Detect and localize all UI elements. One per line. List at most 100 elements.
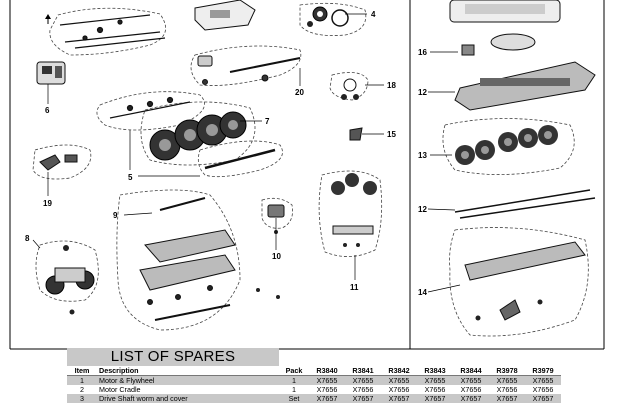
pickup-assembly-part [464, 241, 586, 321]
callout-label: 7 [265, 117, 270, 126]
code-cell: X7657 [381, 394, 417, 403]
code-cell: X7655 [525, 375, 561, 385]
table-row: 1 Motor & Flywheel 1 X7655 X7655 X7655 X… [67, 375, 561, 385]
column-header: R3843 [417, 366, 453, 376]
bolt-part [96, 26, 104, 34]
bogie-part [45, 245, 95, 315]
tender-chassis-part [454, 61, 596, 111]
code-cell: X7655 [381, 375, 417, 385]
group-outline-5 [197, 140, 283, 178]
callout-label: 12 [418, 205, 427, 214]
motor-block-part [36, 61, 66, 85]
group-outline-top [49, 7, 167, 56]
group-outline-14 [449, 227, 589, 337]
group-outline-11 [318, 170, 383, 257]
column-header: R3840 [309, 366, 345, 376]
group-outline-9 [116, 189, 241, 331]
wheel-set-part [149, 111, 247, 161]
bolt-part [117, 19, 123, 25]
code-cell: X7656 [496, 385, 518, 394]
callout-label: 14 [418, 288, 427, 297]
code-cell: X7655 [489, 375, 525, 385]
rod-part [64, 31, 161, 43]
spring-part [343, 78, 357, 92]
item-cell: 2 [80, 385, 84, 394]
callout-label: 19 [43, 199, 52, 208]
code-cell: X7656 [316, 385, 338, 394]
bolt-row-part [109, 96, 191, 119]
code-cell: X7656 [388, 385, 410, 394]
bolt-part [82, 35, 88, 41]
code-cell: X7657 [309, 394, 345, 403]
tender-body-part [449, 0, 561, 23]
callout-label: 15 [387, 130, 396, 139]
clip-part [349, 127, 363, 141]
spares-header-row: Item Description Pack R3840 R3841 R3842 … [67, 366, 561, 376]
spares-title-row: LIST OF SPARES [67, 348, 559, 366]
callout-label: 9 [113, 211, 118, 220]
group-outline-19 [32, 144, 92, 180]
code-cell: X7655 [417, 375, 453, 385]
coupling-part [267, 204, 285, 218]
code-cell: X7656 [460, 385, 482, 394]
spares-table: Item Description Pack R3840 R3841 R3842 … [67, 366, 561, 403]
column-header: R3841 [345, 366, 381, 376]
code-cell: X7657 [525, 394, 561, 403]
callout-label: 8 [25, 234, 30, 243]
callout-label: 16 [418, 48, 427, 57]
table-row: 3 Drive Shaft worm and cover Set X7657 X… [67, 394, 561, 403]
column-header: R3979 [525, 366, 561, 376]
pack-cell: 1 [292, 385, 296, 394]
body-casting-part [194, 0, 256, 31]
linkage-part [197, 55, 301, 85]
column-header: R3844 [453, 366, 489, 376]
bracket-part [39, 154, 78, 171]
code-cell: X7655 [309, 375, 345, 385]
code-cell: X7657 [489, 394, 525, 403]
group-outline-8 [35, 240, 99, 302]
description-cell: Drive Shaft worm and cover [97, 394, 279, 403]
code-cell: X7655 [345, 375, 381, 385]
spares-title: LIST OF SPARES [67, 348, 279, 366]
callout-label: 4 [371, 10, 376, 19]
group-outline-20 [190, 45, 302, 86]
rod-part [74, 37, 166, 49]
group-outline-13 [442, 118, 575, 175]
item-cell: 1 [67, 375, 97, 385]
table-row: 2 Motor Cradle 1 X7656 X7656 X7656 X7656… [67, 385, 561, 394]
callout-label: 11 [350, 283, 359, 292]
gear-set-part [307, 6, 349, 27]
pack-cell: 1 [279, 375, 309, 385]
arrow-up-icon [45, 14, 51, 19]
column-header: Description [97, 366, 279, 376]
code-cell: X7656 [352, 385, 374, 394]
code-cell: X7656 [532, 385, 554, 394]
callout-label: 13 [418, 151, 427, 160]
group-outline-10 [261, 197, 293, 229]
callout-label: 20 [295, 88, 304, 97]
callout-label: 5 [128, 173, 133, 182]
code-cell: X7657 [345, 394, 381, 403]
speaker-disc-part [490, 33, 536, 51]
code-cell: X7657 [417, 394, 453, 403]
description-cell: Motor & Flywheel [97, 375, 279, 385]
column-header: R3842 [381, 366, 417, 376]
column-header: R3978 [489, 366, 525, 376]
item-cell: 3 [67, 394, 97, 403]
callout-label: 18 [387, 81, 396, 90]
description-cell: Motor Cradle [99, 385, 141, 394]
spares-list: LIST OF SPARES Item Description Pack R38… [67, 348, 561, 403]
group-outline-4 [299, 2, 367, 36]
column-header: Item [67, 366, 97, 376]
pony-truck-part [331, 173, 377, 247]
tender-rods-part [454, 189, 596, 219]
pack-cell: Set [279, 394, 309, 403]
tender-wheels-part [455, 125, 558, 165]
code-cell: X7656 [424, 385, 446, 394]
callout-label: 10 [272, 252, 281, 261]
weight-block-part [461, 44, 475, 56]
rod-part [59, 14, 151, 26]
chassis-frame-part [139, 197, 236, 321]
code-cell: X7655 [453, 375, 489, 385]
